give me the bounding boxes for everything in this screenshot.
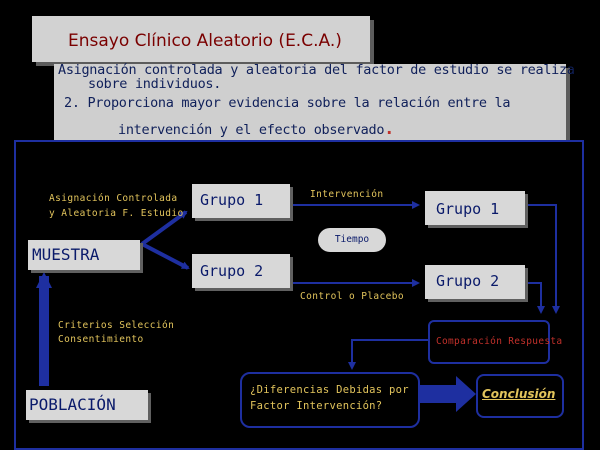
grupo2-left-box: Grupo 2 [192,254,290,288]
grupo2-right-box: Grupo 2 [425,265,525,299]
asignacion-label-1: Asignación Controlada [49,193,178,204]
tiempo-oval: Tiempo [318,228,386,252]
diferencias-box [240,372,420,428]
arrow-grupo2-comparacion [525,282,545,314]
comparacion-box: Comparación Respuesta [428,320,562,364]
arrow-muestra-grupo1 [140,210,188,246]
grupo1-left-label: Grupo 1 [200,191,264,209]
page-title: Ensayo Clínico Aleatorio (E.C.A.) [68,31,342,51]
arrow-muestra-grupo2 [141,242,190,270]
criterios-label-2: Consentimiento [58,334,144,345]
diferencias-label-2: Factor Intervención? [250,400,383,412]
description-line-1: Asignación controlada y aleatoria del fa… [58,62,575,78]
title-box: Ensayo Clínico Aleatorio (E.C.A.) [32,16,370,62]
description-line-4-end: . [384,119,395,139]
muestra-label: MUESTRA [32,245,100,264]
asignacion-label-2: y Aleatoria F. Estudio [49,208,184,219]
poblacion-label: POBLACIÓN [29,395,116,414]
tiempo-label: Tiempo [334,234,370,245]
diferencias-label-1: ¿Diferencias Debidas por [250,384,409,396]
comparacion-label: Comparación Respuesta [436,336,563,347]
grupo2-right-label: Grupo 2 [436,272,500,290]
arrow-grupo1-comparacion [525,204,560,314]
muestra-box: MUESTRA [28,240,140,270]
description-line-4: intervención y el efecto observado. [118,119,394,139]
grupo1-right-label: Grupo 1 [436,200,500,218]
grupo2-left-label: Grupo 2 [200,262,264,280]
criterios-label-1: Criterios Selección [58,320,175,331]
arrow-diferencias-conclusion [418,376,476,412]
grupo1-left-box: Grupo 1 [192,184,290,218]
grupo1-right-box: Grupo 1 [425,191,525,225]
control-placebo-label: Control o Placebo [300,291,405,302]
description-line-4-text: intervención y el efecto observado [118,122,385,138]
conclusion-box: Conclusión [476,374,564,418]
conclusion-label: Conclusión [482,387,556,401]
arrow-comparacion-diferencias [348,339,428,370]
intervencion-label: Intervención [310,189,384,200]
poblacion-box: POBLACIÓN [26,390,148,420]
description-line-2: sobre individuos. [88,76,222,92]
description-panel [54,64,566,142]
description-line-3: 2. Proporciona mayor evidencia sobre la … [64,95,511,111]
